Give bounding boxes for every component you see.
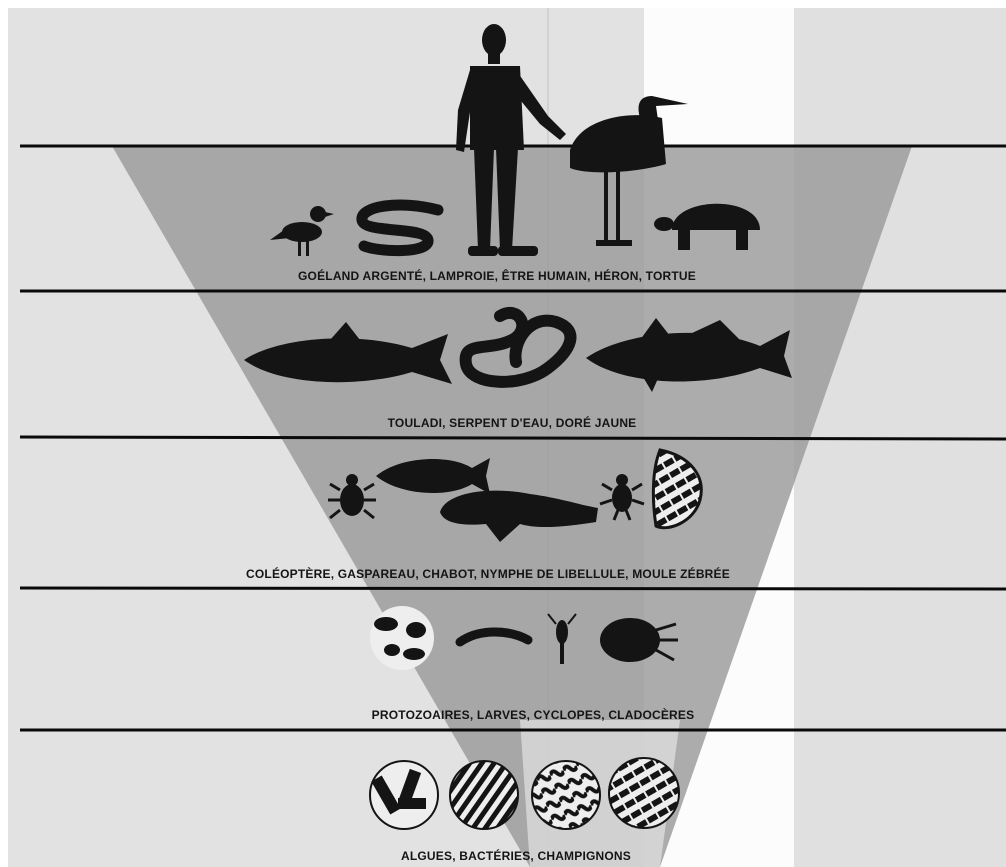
level-1-label: GOÉLAND ARGENTÉ, LAMPROIE, ÊTRE HUMAIN, … [298, 268, 696, 283]
level-5-label: ALGUES, BACTÉRIES, CHAMPIGNONS [401, 848, 631, 863]
algae-circle-icon [609, 758, 679, 828]
level-4-label: PROTOZOAIRES, LARVES, CYCLOPES, CLADOCÈR… [372, 707, 695, 722]
fungi-icon [532, 761, 600, 829]
level-3-label: COLÉOPTÈRE, GASPAREAU, CHABOT, NYMPHE DE… [246, 566, 730, 581]
level-divider [20, 588, 1006, 589]
level-divider [20, 437, 1006, 439]
level-2-label: TOULADI, SERPENT D'EAU, DORÉ JAUNE [388, 415, 637, 430]
protozoa-icon [370, 606, 434, 670]
bacteria-icon [450, 761, 518, 829]
algae-icon [370, 761, 438, 829]
